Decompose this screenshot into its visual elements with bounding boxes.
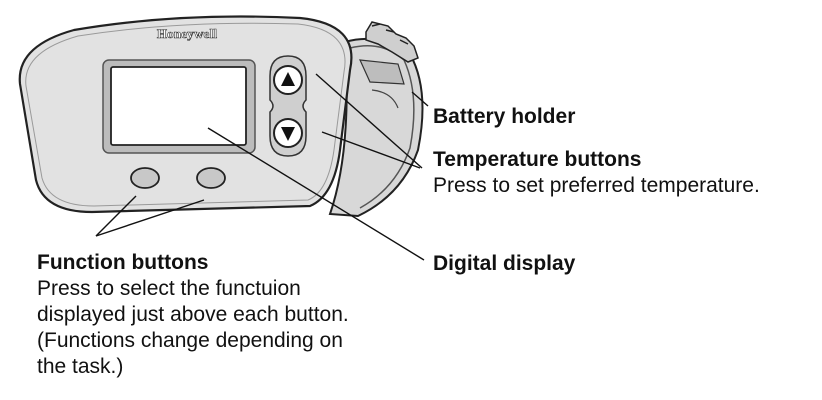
leader-battery-holder — [411, 91, 429, 107]
leader-digital-display — [207, 127, 425, 261]
digital-display — [110, 66, 247, 146]
battery-holder-label: Battery holder — [433, 104, 575, 130]
function-button-right[interactable] — [196, 167, 226, 189]
digital-display-label: Digital display — [433, 251, 575, 277]
digital-display-title: Digital display — [433, 252, 576, 275]
function-buttons-label: Function buttons Press to select the fun… — [37, 250, 349, 380]
triangle-down-icon — [281, 127, 295, 141]
battery-holder-title: Battery holder — [433, 105, 576, 128]
function-buttons-desc-line: the task.) — [37, 355, 124, 378]
leader-temp-down — [321, 131, 421, 169]
function-buttons-title: Function buttons — [37, 251, 209, 274]
function-buttons-desc-line: (Functions change depending on — [37, 329, 343, 352]
triangle-up-icon — [281, 72, 295, 86]
temperature-buttons-desc: Press to set preferred temperature. — [433, 174, 760, 197]
leader-temp-up — [315, 73, 423, 169]
temperature-buttons-title: Temperature buttons — [433, 148, 642, 171]
function-buttons-desc-line: Press to select the functuion — [37, 277, 301, 300]
brand-logo: Honeywell — [156, 26, 218, 42]
leader-function-right — [95, 199, 205, 237]
leader-lines — [95, 73, 429, 261]
temperature-buttons-label: Temperature buttons Press to set preferr… — [433, 147, 760, 199]
leader-function-left — [95, 195, 137, 237]
function-button-left[interactable] — [130, 167, 160, 189]
function-buttons-desc-line: displayed just above each button. — [37, 303, 349, 326]
